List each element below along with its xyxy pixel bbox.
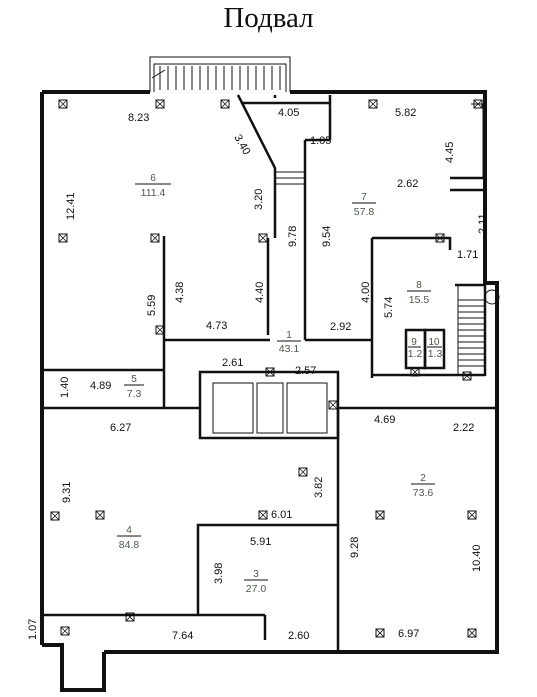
right-stair bbox=[457, 285, 500, 375]
dim-label: 4.05 bbox=[278, 107, 299, 119]
dim-label: 1.07 bbox=[27, 619, 39, 640]
room-area: 15.5 bbox=[409, 294, 430, 306]
dim-label: 4.45 bbox=[444, 142, 456, 163]
room-area: 27.0 bbox=[246, 583, 267, 595]
dim-label: 9.54 bbox=[321, 226, 333, 247]
dim-label: 10.40 bbox=[471, 544, 483, 572]
room-area: 1.2 bbox=[408, 348, 423, 360]
room-labels: 6 111.4 7 57.8 8 15.5 9 1.2 10 1.3 1 43.… bbox=[117, 173, 442, 595]
dim-label: 8.23 bbox=[128, 112, 149, 124]
room-area: 111.4 bbox=[141, 187, 166, 199]
fixture-icon bbox=[220, 99, 230, 109]
dim-label: 1.71 bbox=[457, 249, 478, 261]
dim-label: 2.57 bbox=[295, 365, 316, 377]
dim-label: 6.01 bbox=[271, 509, 292, 521]
fixture-icon bbox=[375, 628, 385, 638]
fixture-icon bbox=[462, 371, 472, 381]
room-number: 6 bbox=[150, 173, 156, 184]
fixture-icon bbox=[95, 510, 105, 520]
fixture-icon bbox=[368, 99, 378, 109]
dim-label: 4.38 bbox=[174, 282, 186, 303]
fixture-icon bbox=[467, 510, 477, 520]
dim-label: 2.60 bbox=[288, 630, 309, 642]
dim-label: 3.82 bbox=[313, 477, 325, 498]
room-number: 7 bbox=[361, 192, 367, 203]
fixture-icon bbox=[467, 628, 477, 638]
room-number: 10 bbox=[428, 337, 440, 348]
dim-label: 2.22 bbox=[453, 422, 474, 434]
room-number: 2 bbox=[420, 473, 426, 484]
dim-label: 3.20 bbox=[253, 189, 265, 210]
dim-label: 4.40 bbox=[254, 282, 266, 303]
fixtures bbox=[50, 99, 483, 638]
dim-label: 4.69 bbox=[374, 414, 395, 426]
room-number: 4 bbox=[126, 525, 132, 536]
dim-label: 6.27 bbox=[110, 422, 131, 434]
room-number: 3 bbox=[253, 569, 259, 580]
plan-title: Подвал bbox=[223, 2, 314, 34]
dim-label: 4.73 bbox=[206, 320, 227, 332]
room-area: 43.1 bbox=[279, 343, 300, 355]
dim-label: 6.97 bbox=[398, 628, 419, 640]
room-area: 57.8 bbox=[354, 206, 375, 218]
top-stair bbox=[151, 66, 281, 90]
fixture-icon bbox=[375, 510, 385, 520]
room-area: 84.8 bbox=[119, 539, 140, 551]
fixture-icon bbox=[298, 467, 308, 477]
dim-label: 9.28 bbox=[349, 537, 361, 558]
fixture-icon bbox=[125, 612, 135, 622]
fixture-icon bbox=[155, 325, 165, 335]
exterior-walls bbox=[40, 56, 499, 692]
room-number: 1 bbox=[286, 330, 292, 341]
dim-label: 2.61 bbox=[222, 357, 243, 369]
dim-label: 3.40 bbox=[231, 133, 252, 158]
fixture-icon bbox=[258, 510, 268, 520]
fixture-icon bbox=[265, 367, 275, 377]
fixture-icon bbox=[328, 400, 338, 410]
dim-label: 9.78 bbox=[287, 226, 299, 247]
fixture-icon bbox=[473, 99, 483, 109]
room-number: 9 bbox=[411, 337, 417, 348]
room-area: 1.3 bbox=[428, 348, 443, 360]
dim-label: 4.00 bbox=[360, 282, 372, 303]
fixture-icon bbox=[410, 367, 420, 377]
fixture-icon bbox=[58, 233, 68, 243]
interior-walls bbox=[42, 94, 497, 652]
dim-label: 4.89 bbox=[90, 380, 111, 392]
dim-label: 1.40 bbox=[59, 377, 71, 398]
fixture-icon bbox=[60, 626, 70, 636]
dim-label: 9.31 bbox=[61, 482, 73, 503]
dim-label: 12.41 bbox=[65, 192, 77, 220]
dim-label: 2.62 bbox=[397, 178, 418, 190]
dim-label: 1.05 bbox=[310, 135, 331, 147]
dim-label: 2.11 bbox=[477, 213, 489, 234]
room-number: 5 bbox=[131, 374, 137, 385]
fixture-icon bbox=[435, 233, 445, 243]
dim-label: 5.74 bbox=[383, 297, 395, 318]
room-area: 7.3 bbox=[127, 388, 142, 400]
dim-label: 5.59 bbox=[146, 295, 158, 316]
dim-label: 3.98 bbox=[213, 563, 225, 584]
room-number: 8 bbox=[416, 280, 422, 291]
dim-label: 2.92 bbox=[330, 321, 351, 333]
dimension-labels: 8.23 3.40 4.05 5.82 1.05 4.45 12.41 3.20… bbox=[27, 107, 489, 642]
dim-label: 7.64 bbox=[172, 630, 193, 642]
fixture-icon bbox=[258, 233, 268, 243]
room-area: 73.6 bbox=[413, 487, 434, 499]
dim-label: 5.82 bbox=[395, 107, 416, 119]
fixture-icon bbox=[50, 511, 60, 521]
fixture-icon bbox=[150, 233, 160, 243]
dim-label: 5.91 bbox=[250, 536, 271, 548]
fixture-icon bbox=[155, 99, 165, 109]
fixture-icon bbox=[58, 99, 68, 109]
